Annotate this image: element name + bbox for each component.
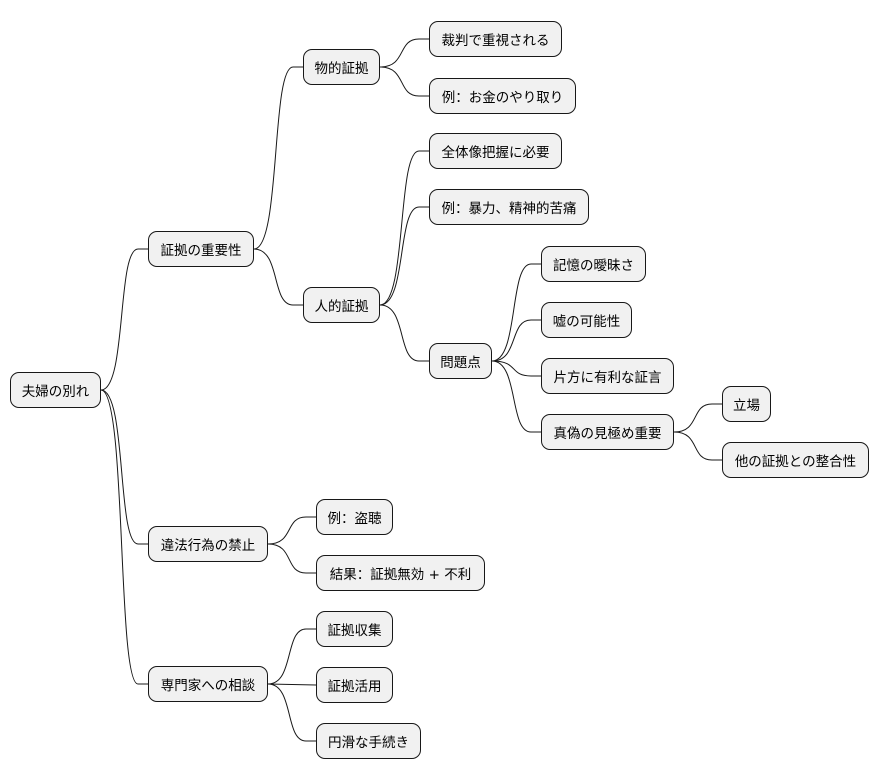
connector-line xyxy=(267,683,316,742)
connector-line xyxy=(267,628,316,685)
court-emphasis-node[interactable]: 裁判で重視される xyxy=(429,21,562,57)
connector-line xyxy=(491,263,541,362)
evidence-use-node[interactable]: 証拠活用 xyxy=(316,667,393,703)
connector-line xyxy=(253,248,303,306)
expert-consultation-node[interactable]: 専門家への相談 xyxy=(148,666,268,702)
evidence-collection-node[interactable]: 証拠収集 xyxy=(316,611,393,647)
connector-line xyxy=(379,304,429,362)
consistency-node[interactable]: 他の証拠との整合性 xyxy=(722,442,869,478)
memory-ambiguity-node[interactable]: 記憶の曖昧さ xyxy=(541,246,646,282)
connector-line xyxy=(267,683,317,686)
invalid-evidence-node[interactable]: 結果：証拠無効 + 不利 xyxy=(316,555,485,591)
human-evidence-node[interactable]: 人的証拠 xyxy=(303,287,380,323)
truth-judgment-node[interactable]: 真偽の見極め重要 xyxy=(541,414,674,450)
connector-line xyxy=(379,66,429,97)
money-example-node[interactable]: 例：お金のやり取り xyxy=(429,78,576,114)
connector-line xyxy=(491,360,541,433)
connector-line xyxy=(253,66,303,250)
root-node[interactable]: 夫婦の別れ xyxy=(10,372,101,408)
connector-line xyxy=(379,206,429,306)
connector-line xyxy=(100,389,148,545)
connector-line xyxy=(100,248,148,391)
connector-line xyxy=(379,150,429,306)
evidence-importance-node[interactable]: 証拠の重要性 xyxy=(148,231,254,267)
smooth-procedure-node[interactable]: 円滑な手続き xyxy=(316,723,421,759)
connector-line xyxy=(100,389,148,685)
connector-line xyxy=(673,431,722,461)
wiretap-example-node[interactable]: 例：盗聴 xyxy=(316,499,393,535)
issues-node[interactable]: 問題点 xyxy=(429,343,492,379)
overall-picture-node[interactable]: 全体像把握に必要 xyxy=(429,133,562,169)
connector-line xyxy=(267,516,316,545)
position-node[interactable]: 立場 xyxy=(722,386,771,422)
illegal-prohibition-node[interactable]: 違法行為の禁止 xyxy=(148,526,268,562)
connector-line xyxy=(491,360,541,377)
connector-line xyxy=(379,38,429,68)
connector-line xyxy=(267,543,316,574)
connector-lines xyxy=(100,38,722,742)
biased-testimony-node[interactable]: 片方に有利な証言 xyxy=(541,358,674,394)
violence-example-node[interactable]: 例：暴力、精神的苦痛 xyxy=(429,189,589,225)
physical-evidence-node[interactable]: 物的証拠 xyxy=(303,49,380,85)
connector-line xyxy=(491,319,541,362)
lie-possibility-node[interactable]: 嘘の可能性 xyxy=(541,302,632,338)
connector-line xyxy=(673,403,722,433)
